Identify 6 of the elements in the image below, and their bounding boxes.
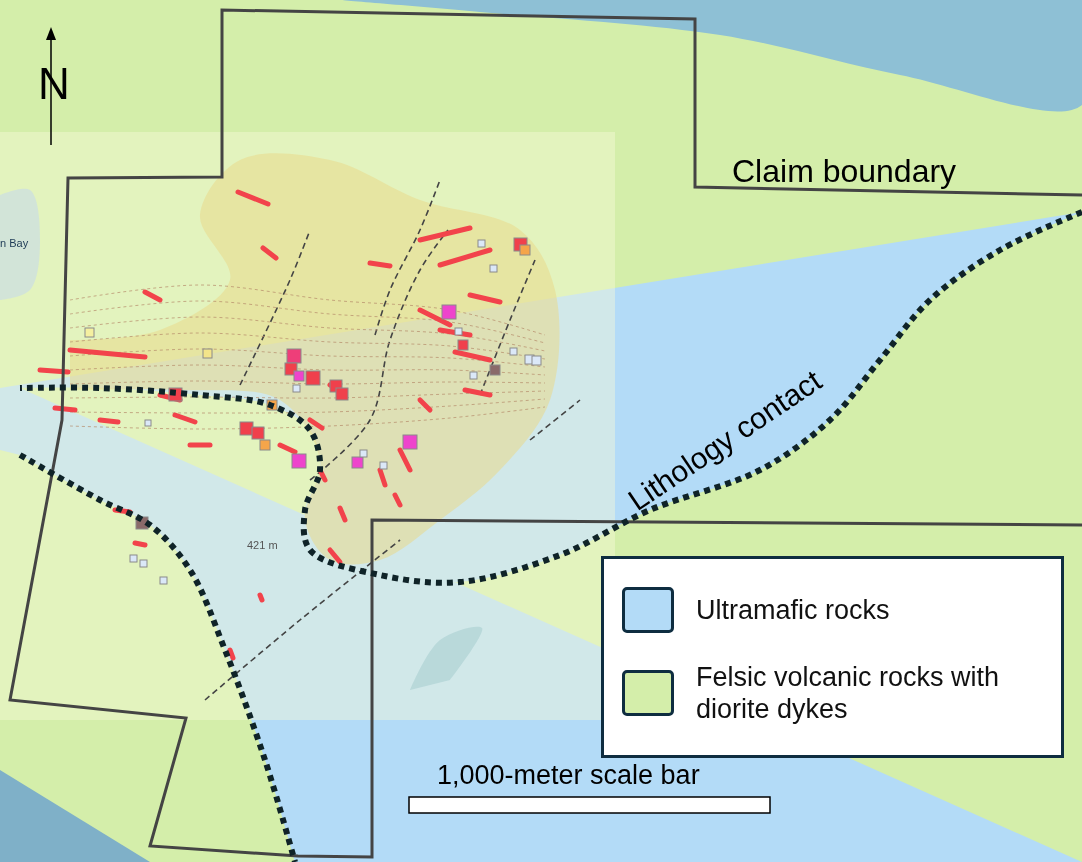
- elevation-label: 421 m: [247, 540, 278, 551]
- place-label: n Bay: [0, 238, 29, 249]
- boundary-label: Claim boundary: [732, 155, 957, 187]
- legend-text: Felsic volcanic rocks with diorite dykes: [696, 661, 1001, 726]
- legend-text: Ultramafic rocks: [696, 593, 891, 627]
- scale-bar-label: 1,000-meter scale bar: [437, 762, 700, 789]
